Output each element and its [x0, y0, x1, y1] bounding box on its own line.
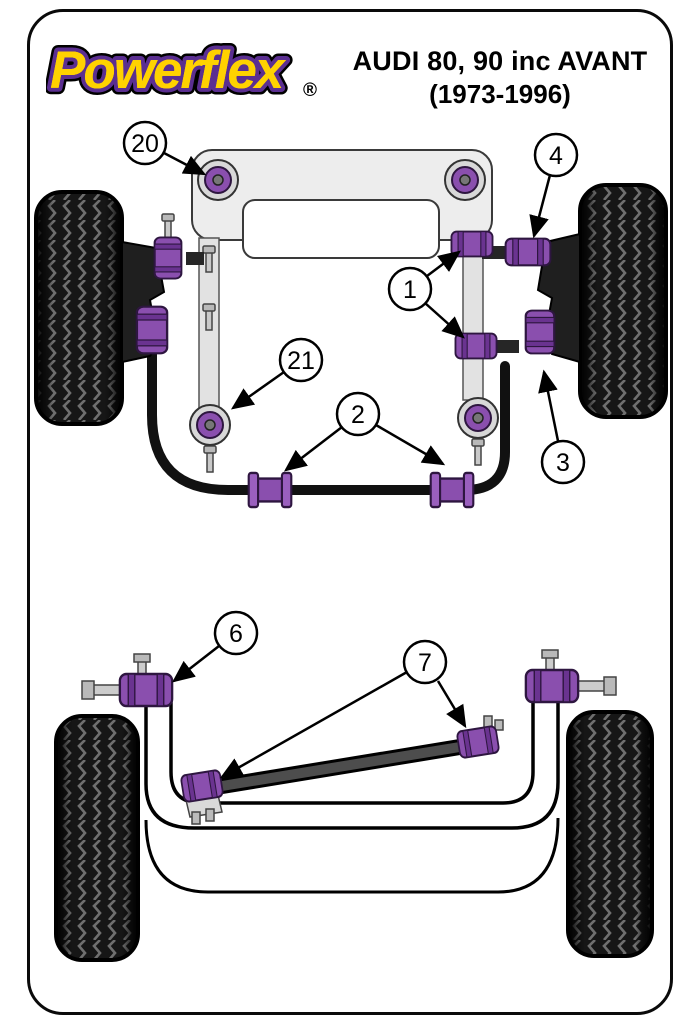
subframe-mount-front-right: [444, 159, 486, 201]
callout-21: 21: [230, 337, 324, 410]
rear-suspension-section: 6 7: [54, 610, 654, 962]
vehicle-title-line1: AUDI 80, 90 inc AVANT: [352, 46, 648, 76]
arb-bush-right: [429, 471, 475, 509]
callout-4-circle: [533, 132, 579, 178]
panhard-rod: [179, 715, 504, 825]
callout-20-label: 20: [131, 130, 159, 158]
front-right-upper-bush: [504, 237, 552, 267]
callout-21-label: 21: [287, 347, 315, 375]
callout-1-circle: [387, 266, 433, 312]
callout-2-label: 2: [351, 401, 365, 429]
rear-trailing-bush-right: [524, 668, 580, 704]
callout-2: 2: [284, 391, 446, 472]
callout-21-circle: [278, 337, 324, 383]
subframe-mount-rear-right: [457, 397, 499, 439]
callout-6-arrow: [172, 645, 220, 683]
callout-1-label: 1: [403, 276, 417, 304]
subframe-mount-front-left: [197, 159, 239, 201]
bolt-icon: [203, 445, 217, 473]
powerflex-logo-text: Powerflex: [50, 41, 287, 100]
front-left-lower-bush: [135, 305, 169, 355]
panhard-rod-bar: [205, 739, 483, 793]
arb-bush-left: [247, 471, 293, 509]
rear-right-trailing-bush-assembly: [524, 649, 617, 704]
callout-3-circle: [540, 439, 586, 485]
front-right-lower-bush: [524, 309, 556, 355]
subframe-right-rail: [462, 237, 484, 401]
callout-2-arrow-right: [375, 423, 446, 466]
bolt-icon: [494, 719, 504, 731]
powerflex-logo: Powerflex Powerflex Powerflex ®: [46, 35, 317, 107]
bolt-head: [81, 680, 95, 700]
rear-right-tire: [566, 710, 654, 958]
callout-4: 4: [529, 132, 579, 239]
front-suspension-section: 20 4 1 21 3: [34, 120, 668, 509]
callout-6: 6: [172, 610, 259, 683]
callout-21-arrow: [230, 370, 285, 410]
front-left-upper-bush: [153, 236, 183, 280]
callout-3-arrow: [538, 369, 560, 442]
rear-left-trailing-bush-assembly: [81, 653, 174, 708]
bolt-icon: [471, 438, 485, 466]
callout-4-arrow: [529, 174, 552, 239]
bolt-icon: [191, 811, 201, 825]
anti-roll-bar: [147, 345, 510, 495]
callout-7-circle: [402, 639, 448, 685]
nut: [541, 649, 559, 659]
nut: [133, 653, 151, 663]
callout-7-arrow-left: [219, 670, 408, 779]
callout-20-circle: [122, 120, 168, 166]
left-arm-link: [186, 252, 204, 265]
registered-trademark-icon: ®: [303, 80, 317, 101]
powerflex-logo-outline: Powerflex: [50, 41, 287, 100]
front-left-tire: [34, 190, 124, 426]
callout-6-label: 6: [229, 620, 243, 648]
callout-3-label: 3: [556, 449, 570, 477]
callout-7-arrow-right: [436, 680, 467, 729]
bolt-icon: [161, 213, 175, 241]
rear-axle-lower-tube: [144, 817, 560, 894]
callout-7: 7: [219, 639, 467, 779]
bolt-icon: [205, 808, 215, 822]
callout-1-arrow-upper: [426, 250, 461, 277]
powerflex-logo-purple-outline: Powerflex: [50, 41, 287, 100]
subframe-mount-rear-left: [189, 404, 231, 446]
front-right-tire: [578, 183, 668, 419]
vehicle-title: AUDI 80, 90 inc AVANT (1973-1996): [335, 46, 665, 110]
panhard-bush-left: [179, 768, 225, 804]
callout-4-label: 4: [549, 142, 563, 170]
callout-20-arrow: [163, 151, 207, 176]
callout-3: 3: [538, 369, 586, 485]
callout-6-circle: [213, 610, 259, 656]
callout-2-circle: [335, 391, 381, 437]
front-right-control-arm: [450, 230, 581, 364]
rear-trailing-bush-left: [118, 672, 174, 708]
vehicle-title-line2: (1973-1996): [429, 79, 571, 109]
bolt-shaft: [577, 680, 607, 692]
front-subframe: [189, 149, 499, 473]
callout-20: 20: [122, 120, 207, 176]
panhard-bush-right: [455, 724, 501, 760]
right-arm-link: [496, 340, 519, 353]
callout-7-label: 7: [418, 649, 432, 677]
callout-2-arrow-left: [284, 426, 343, 472]
callout-1-arrow-lower: [424, 302, 465, 339]
bolt-shaft: [91, 684, 121, 696]
rear-left-tire: [54, 714, 140, 962]
subframe-cutout: [242, 199, 440, 259]
callout-1: 1: [387, 250, 465, 339]
page-border: [27, 9, 673, 1015]
bolt-head: [603, 676, 617, 696]
front-left-control-arm: [121, 213, 204, 364]
